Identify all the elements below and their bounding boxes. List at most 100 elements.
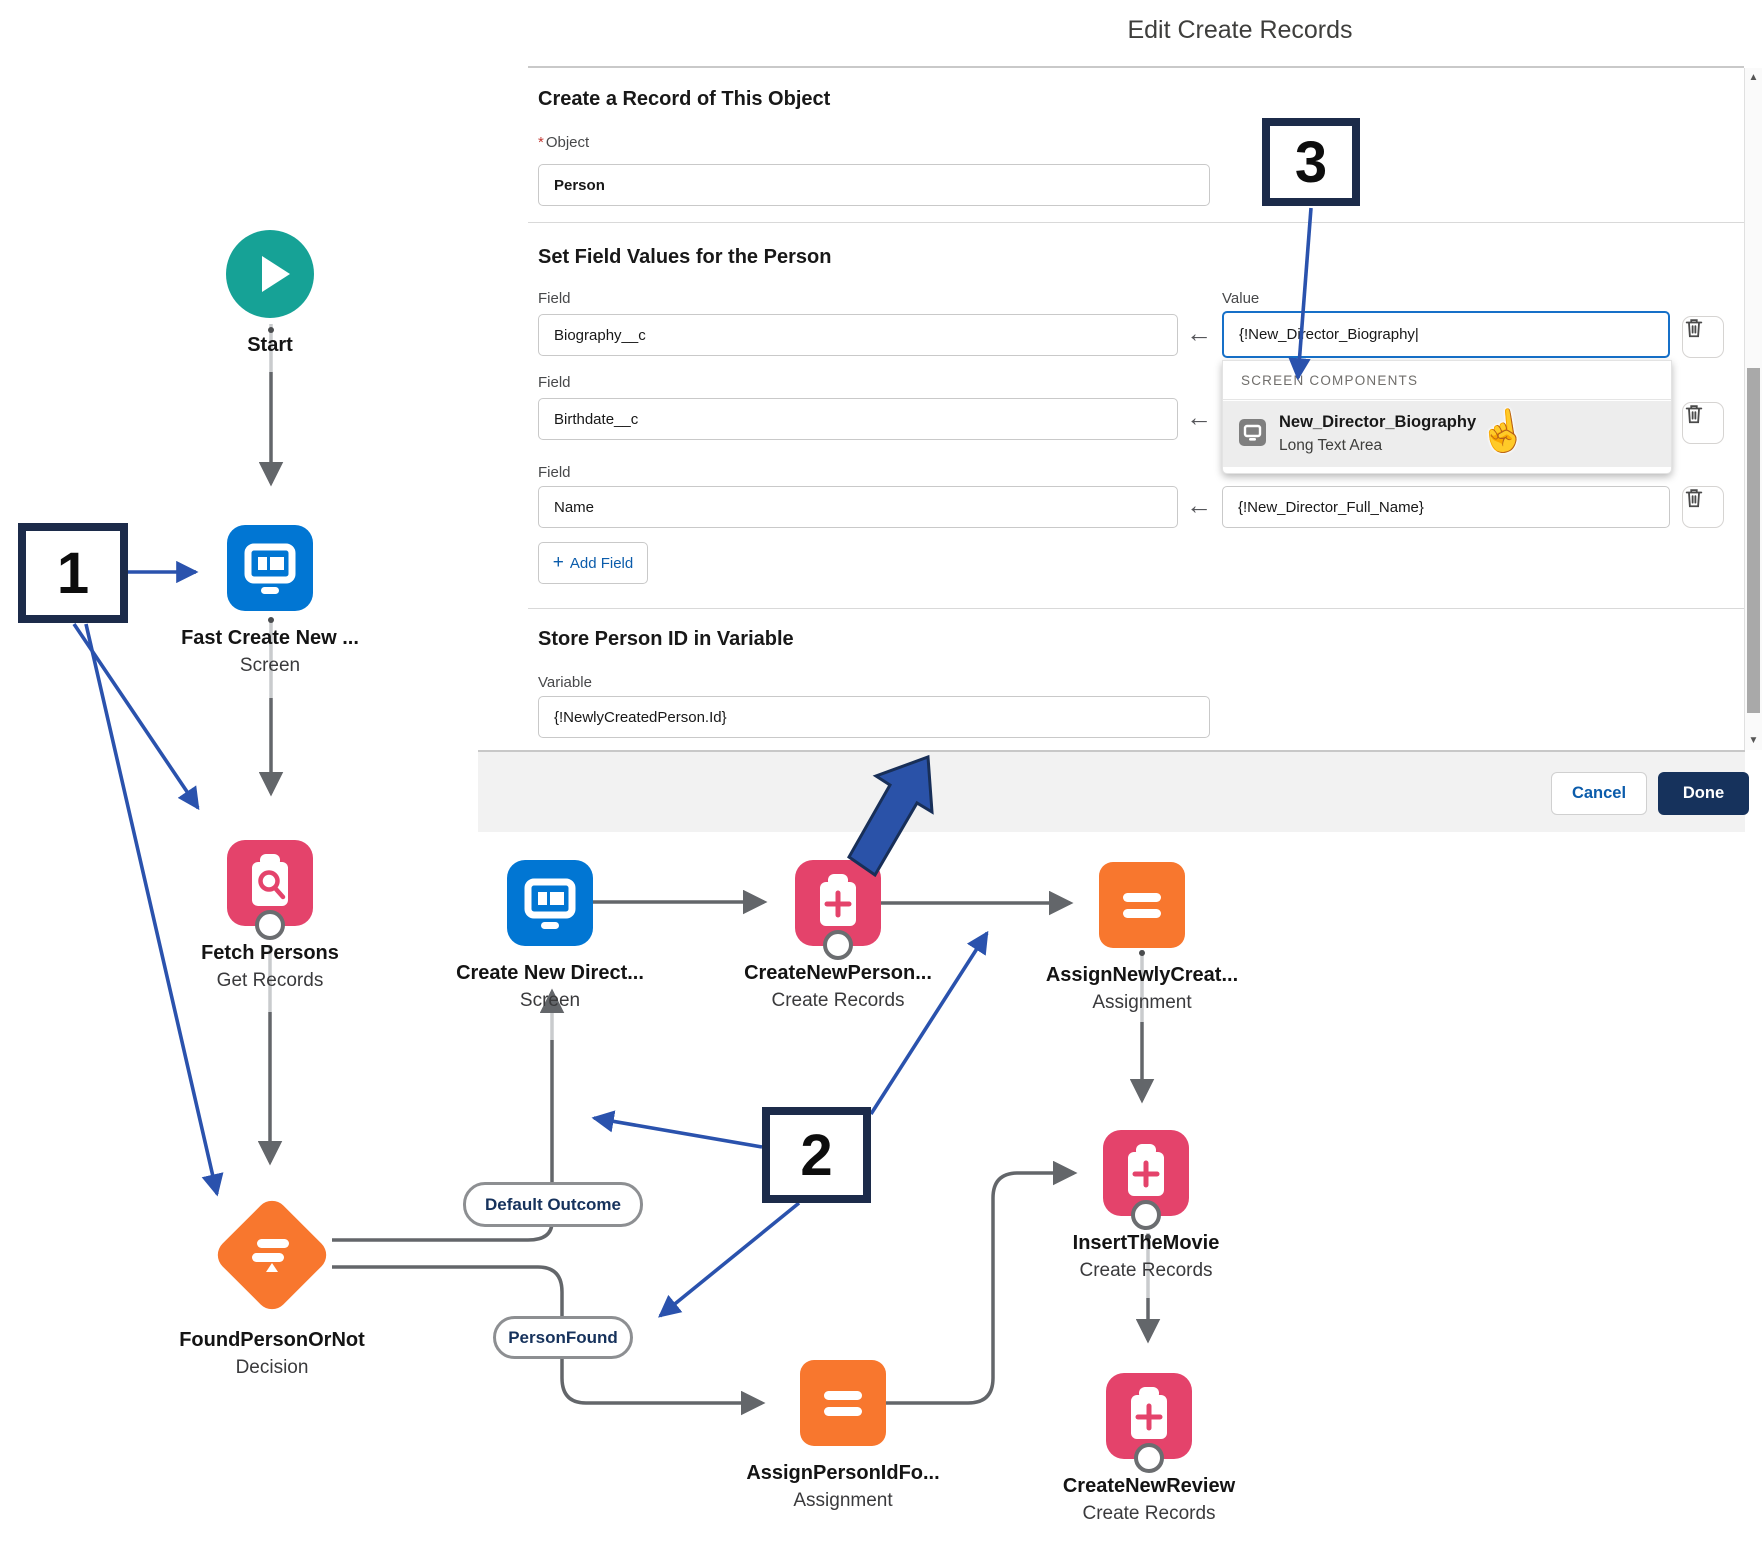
node-type-label: Screen <box>239 655 301 676</box>
section-divider <box>528 608 1744 609</box>
node-label: Start <box>247 334 293 356</box>
flow-node-insert-the-movie[interactable]: InsertTheMovie Create Records <box>1026 1130 1266 1285</box>
dialog-title-divider <box>528 66 1744 68</box>
plus-icon: + <box>552 552 564 573</box>
trash-icon <box>1685 489 1703 508</box>
node-type-label: Create Records <box>1082 1503 1216 1524</box>
flow-node-fast-create-screen[interactable]: Fast Create New ... Screen <box>150 525 390 680</box>
field-label: Field <box>538 464 571 481</box>
flow-node-start[interactable]: Start <box>150 230 390 360</box>
value-input-name[interactable]: {!New_Director_Full_Name} <box>1222 486 1670 528</box>
get-records-icon <box>227 840 313 940</box>
delete-row-button[interactable] <box>1682 486 1724 528</box>
node-type-label: Assignment <box>793 1490 893 1511</box>
node-label: Create New Direct... <box>456 962 644 984</box>
variable-label: Variable <box>538 674 592 691</box>
assignment-icon <box>1099 862 1185 948</box>
section-heading-field-values: Set Field Values for the Person <box>538 246 832 268</box>
done-button[interactable]: Done <box>1658 772 1749 815</box>
delete-row-button[interactable] <box>1682 316 1724 358</box>
required-asterisk: * <box>538 134 544 151</box>
scroll-up-icon[interactable]: ▲ <box>1748 72 1759 83</box>
node-label: AssignNewlyCreat... <box>1045 964 1239 986</box>
flow-node-decision[interactable]: FoundPersonOrNot Decision <box>152 1194 392 1382</box>
section-divider <box>528 222 1744 223</box>
fault-connector-ring[interactable] <box>1131 1200 1161 1230</box>
connector-light-segments <box>268 324 1150 1298</box>
connector-personfound-to-assignment[interactable] <box>560 1352 766 1416</box>
node-label: Fetch Persons <box>201 942 339 964</box>
text-cursor: | <box>1414 326 1419 343</box>
field-input-name[interactable]: Name <box>538 486 1178 528</box>
variable-input[interactable]: {!NewlyCreatedPerson.Id} <box>538 696 1210 738</box>
field-input-biography[interactable]: Biography__c <box>538 314 1178 356</box>
create-records-icon <box>1103 1130 1189 1230</box>
node-label: Fast Create New ... <box>181 627 359 649</box>
callout-number: 1 <box>56 540 90 606</box>
start-icon <box>226 230 314 318</box>
screen-icon <box>227 525 313 611</box>
node-type-label: Get Records <box>216 970 324 991</box>
decision-signpost-glyph <box>252 1239 289 1272</box>
dropdown-header: SCREEN COMPONENTS <box>1241 373 1419 388</box>
connector-assignpersonid-to-insertmovie[interactable] <box>886 1160 1078 1405</box>
callout-number: 2 <box>800 1122 833 1188</box>
dropdown-item-new-director-biography[interactable]: New_Director_Biography Long Text Area <box>1223 401 1671 467</box>
outcome-pill-personfound[interactable]: PersonFound <box>493 1316 633 1359</box>
node-label: CreateNewPerson... <box>744 962 932 984</box>
dropdown-item-subtitle: Long Text Area <box>1279 437 1383 454</box>
object-field-label: *Object <box>538 134 590 151</box>
callout-number: 3 <box>1294 129 1328 195</box>
node-label: CreateNewReview <box>1062 1475 1236 1497</box>
dropdown-item-title: New_Director_Biography <box>1279 413 1477 431</box>
map-arrow-icon: ← <box>1186 402 1212 432</box>
node-type-label: Create Records <box>771 990 905 1011</box>
hand-cursor-icon: ☝ <box>1475 406 1531 458</box>
flow-node-fetch-persons[interactable]: Fetch Persons Get Records <box>150 840 390 995</box>
scrollbar-thumb[interactable] <box>1747 368 1760 713</box>
dialog-scrollbar[interactable]: ▲ ▼ <box>1744 68 1762 750</box>
create-records-icon <box>795 860 881 960</box>
node-type-label: Create Records <box>1079 1260 1213 1281</box>
section-heading-object: Create a Record of This Object <box>538 88 831 110</box>
dialog-title: Edit Create Records <box>1127 16 1353 44</box>
flow-node-create-new-review[interactable]: CreateNewReview Create Records <box>1029 1373 1269 1528</box>
field-input-birthdate[interactable]: Birthdate__c <box>538 398 1178 440</box>
field-label: Field <box>538 290 571 307</box>
flow-node-create-new-director-screen[interactable]: Create New Direct... Screen <box>430 860 670 1015</box>
connector-decision-personfound[interactable] <box>332 1265 564 1316</box>
fault-connector-ring[interactable] <box>255 910 285 940</box>
fault-connector-ring[interactable] <box>823 930 853 960</box>
delete-row-button[interactable] <box>1682 402 1724 444</box>
screen-component-icon <box>1239 419 1266 446</box>
node-label: InsertTheMovie <box>1072 1232 1220 1254</box>
screen-icon <box>507 860 593 946</box>
dialog-footer: Cancel Done <box>478 750 1749 832</box>
map-arrow-icon: ← <box>1186 490 1212 520</box>
flow-node-create-new-person[interactable]: CreateNewPerson... Create Records <box>718 860 958 1015</box>
flow-node-assign-person-id[interactable]: AssignPersonIdFo... Assignment <box>723 1360 963 1515</box>
node-type-label: Decision <box>235 1357 309 1378</box>
add-field-button[interactable]: + Add Field <box>538 542 648 584</box>
assignment-icon <box>800 1360 886 1446</box>
scroll-down-icon[interactable]: ▼ <box>1748 735 1759 746</box>
value-input-biography[interactable]: {!New_Director_Biography| <box>1222 311 1670 358</box>
connector-dots <box>268 327 1151 1240</box>
outcome-pill-default-label: Default Outcome <box>484 1194 622 1214</box>
outcome-pill-default[interactable]: Default Outcome <box>463 1182 643 1227</box>
field-label: Field <box>538 374 571 391</box>
callout-box-2: 2 <box>762 1107 871 1203</box>
create-records-icon <box>1106 1373 1192 1473</box>
node-label: AssignPersonIdFo... <box>746 1462 940 1484</box>
callout-box-3: 3 <box>1262 118 1360 206</box>
object-input[interactable]: Person <box>538 164 1210 206</box>
cancel-button[interactable]: Cancel <box>1551 772 1647 815</box>
flow-node-assign-newly-created[interactable]: AssignNewlyCreat... Assignment <box>1022 862 1262 1017</box>
node-type-label: Assignment <box>1092 992 1192 1013</box>
outcome-pill-personfound-label: PersonFound <box>508 1327 618 1347</box>
resource-picker-dropdown: SCREEN COMPONENTS New_Director_Biography… <box>1222 360 1672 474</box>
dropdown-divider <box>1223 399 1671 400</box>
fault-connector-ring[interactable] <box>1134 1443 1164 1473</box>
